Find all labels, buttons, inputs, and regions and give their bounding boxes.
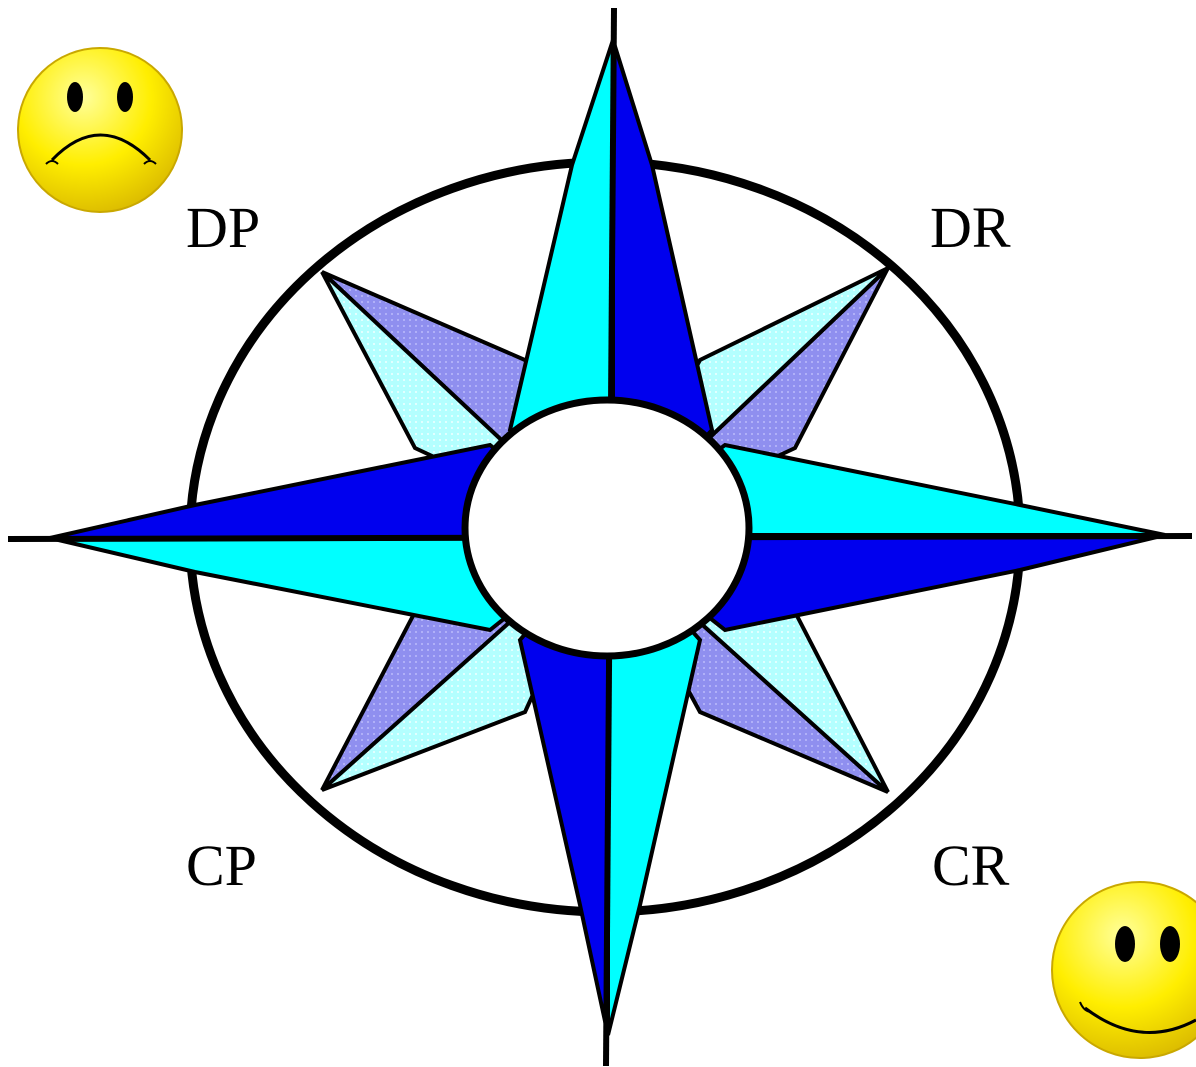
label-dp: DP: [186, 195, 260, 260]
label-dr: DR: [930, 195, 1011, 260]
center-hub: [465, 400, 749, 656]
happy-face-icon: [1052, 882, 1196, 1058]
label-cr: CR: [932, 833, 1010, 898]
sad-face-icon: [18, 48, 182, 212]
label-cp: CP: [186, 833, 257, 898]
